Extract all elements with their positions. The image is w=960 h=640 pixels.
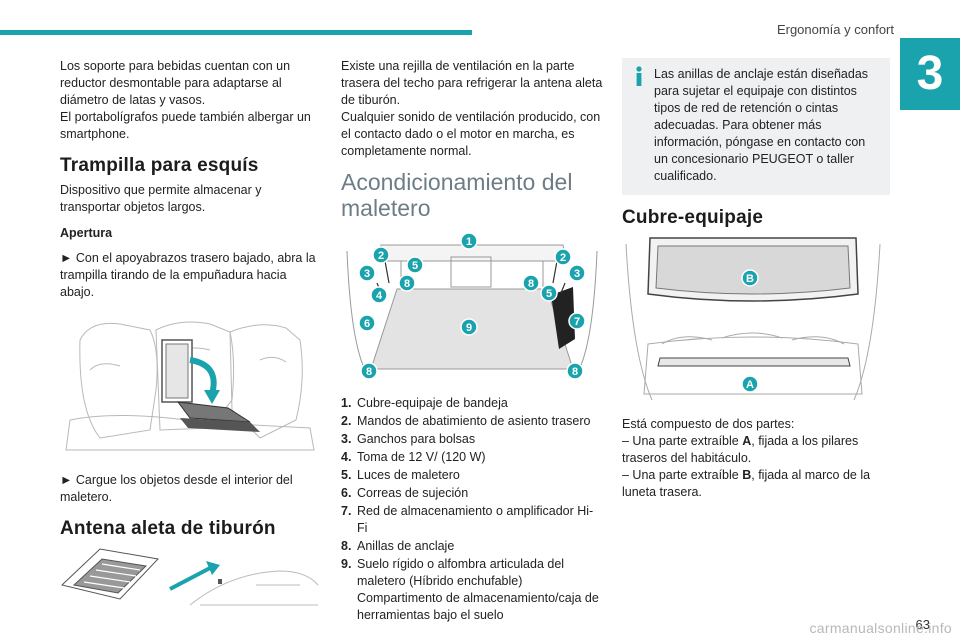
list-item: 2.Mandos de abatimiento de asiento trase… (341, 414, 591, 428)
header-accent-line (0, 30, 472, 35)
svg-text:B: B (746, 273, 754, 285)
list-item: 5.Luces de maletero (341, 468, 460, 482)
svg-text:9: 9 (466, 322, 472, 334)
callout-marker-1: 1 (460, 232, 478, 250)
watermark: carmanualsonline.info (809, 620, 952, 636)
callout-marker-5: 5 (540, 284, 558, 302)
trunk-items-list: 1.Cubre-equipaje de bandeja 2.Mandos de … (341, 395, 603, 624)
list-item: 3.Ganchos para bolsas (341, 432, 476, 446)
svg-text:4: 4 (376, 290, 383, 302)
svg-text:8: 8 (572, 366, 578, 378)
svg-text:7: 7 (574, 316, 580, 328)
callout-marker-3: 3 (568, 264, 586, 282)
callout-marker-2: 2 (554, 248, 572, 266)
step-open-hatch: ► Con el apoyabrazos trasero bajado, abr… (60, 251, 316, 299)
shark-antenna-illustration (60, 545, 322, 617)
chapter-number: 3 (900, 38, 960, 110)
callout-marker-7: 7 (568, 312, 586, 330)
trunk-layout-heading: Acondicionamiento del maletero (341, 169, 573, 221)
section-title: Ergonomía y confort (776, 22, 894, 37)
svg-text:8: 8 (366, 366, 372, 378)
cover-part-a: – Una parte extraíble A, fijada a los pi… (622, 434, 859, 465)
column-right: Las anillas de anclaje están diseñadas p… (622, 58, 890, 510)
column-middle: Existe una rejilla de ventilación en la … (341, 58, 603, 625)
info-box: Las anillas de anclaje están diseñadas p… (622, 58, 890, 195)
svg-text:8: 8 (528, 278, 534, 290)
ski-hatch-heading: Trampilla para esquís (60, 155, 259, 176)
info-text: Las anillas de anclaje están diseñadas p… (654, 67, 869, 183)
luggage-cover-heading: Cubre-equipaje (622, 207, 764, 228)
svg-text:3: 3 (574, 268, 580, 280)
callout-marker-6: 6 (358, 314, 376, 332)
svg-text:3: 3 (364, 268, 370, 280)
list-item: 6.Correas de sujeción (341, 486, 469, 500)
list-item: 7.Red de almacenamiento o amplificador H… (341, 504, 594, 535)
svg-text:2: 2 (560, 252, 566, 264)
cover-part-b: – Una parte extraíble B, fijada al marco… (622, 468, 871, 499)
antenna-heading: Antena aleta de tiburón (60, 518, 276, 539)
info-icon (636, 66, 642, 86)
list-item: 9.Suelo rígido o alfombra articulada del… (341, 557, 599, 622)
list-item: 4.Toma de 12 V/ (120 W) (341, 450, 486, 464)
callout-marker-4: 4 (370, 286, 388, 304)
svg-text:6: 6 (364, 318, 370, 330)
ski-hatch-description: Dispositivo que permite almacenar y tran… (60, 183, 262, 214)
column-left: Los soporte para bebidas cuentan con un … (60, 58, 322, 631)
list-item: 8.Anillas de anclaje (341, 539, 455, 553)
callout-marker-8: 8 (522, 274, 540, 292)
list-item: 1.Cubre-equipaje de bandeja (341, 396, 508, 410)
opening-heading: Apertura (60, 226, 113, 240)
callout-marker-8: 8 (398, 274, 416, 292)
callout-marker-9: 9 (460, 318, 478, 336)
callout-marker-B: B (741, 269, 759, 287)
svg-text:5: 5 (412, 260, 418, 272)
svg-text:A: A (746, 379, 754, 391)
callout-marker-5: 5 (406, 256, 424, 274)
callout-marker-2: 2 (372, 246, 390, 264)
svg-text:1: 1 (466, 236, 472, 248)
cover-intro: Está compuesto de dos partes: (622, 417, 795, 431)
page-number: 63 (915, 617, 930, 632)
svg-text:8: 8 (404, 278, 410, 290)
ski-hatch-illustration (60, 310, 322, 458)
vent-text: Existe una rejilla de ventilación en la … (341, 59, 603, 158)
callout-marker-8: 8 (360, 362, 378, 380)
callout-marker-3: 3 (358, 264, 376, 282)
callout-marker-8: 8 (566, 362, 584, 380)
callout-marker-A: A (741, 375, 759, 393)
svg-text:5: 5 (546, 288, 552, 300)
step-load-objects: ► Cargue los objetos desde el interior d… (60, 473, 293, 504)
svg-text:2: 2 (378, 250, 384, 262)
cupholder-text: Los soporte para bebidas cuentan con un … (60, 59, 311, 141)
